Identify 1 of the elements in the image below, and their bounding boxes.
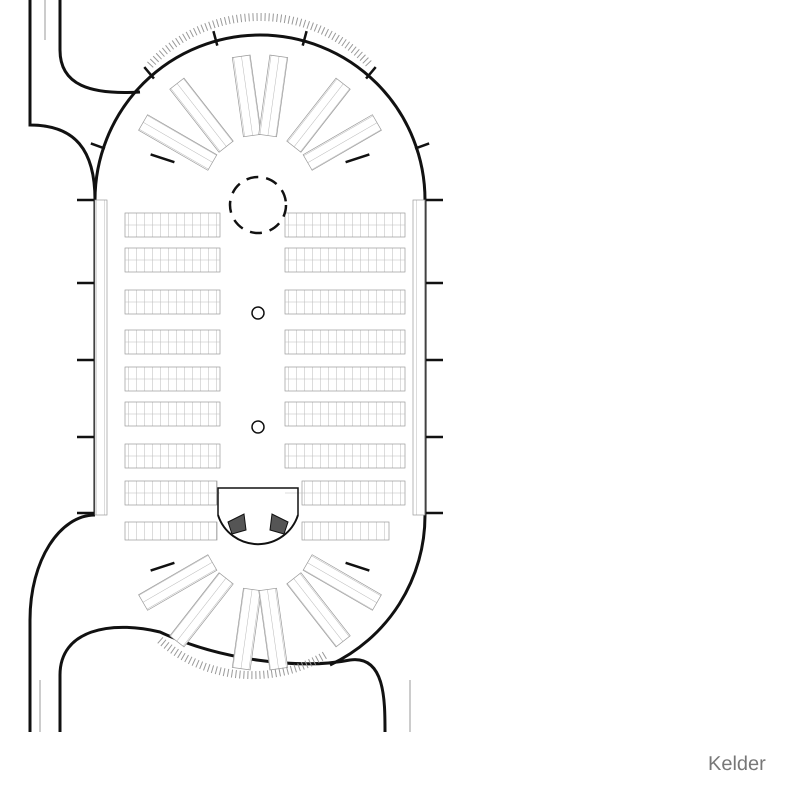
floor-label: Kelder	[708, 753, 766, 776]
